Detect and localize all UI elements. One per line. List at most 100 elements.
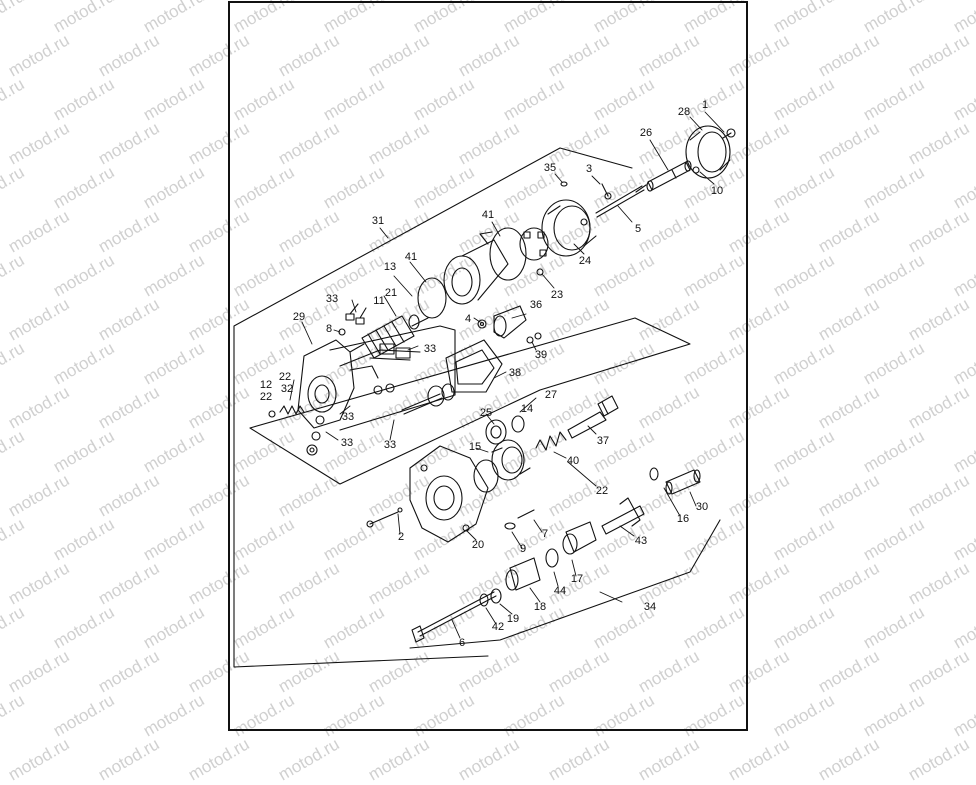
- end-cover-28: [685, 125, 731, 179]
- washer-10: [692, 166, 700, 174]
- brush-holder-23: [519, 227, 549, 261]
- idler-gear-25: [485, 419, 507, 445]
- brush-plate-33: [369, 343, 411, 361]
- clutch-15: [491, 439, 531, 481]
- callout-label-c33e: 33: [384, 439, 396, 451]
- watermark-text: motod.ru: [635, 734, 703, 785]
- terminal-39: [526, 332, 542, 344]
- callout-label-c4: 4: [465, 313, 471, 325]
- pinion-18: [505, 557, 541, 591]
- callout-label-c11: 11: [373, 295, 384, 307]
- watermark-text: motod.ru: [5, 734, 73, 785]
- washer-19: [490, 588, 502, 604]
- bolt-2: [366, 507, 403, 528]
- spring-32: [279, 405, 305, 415]
- callout-label-c7: 7: [542, 528, 548, 540]
- callout-label-c1: 1: [702, 99, 708, 111]
- watermark-text: motod.ru: [185, 734, 253, 785]
- callout-label-c21: 21: [385, 287, 397, 299]
- callout-label-c8: 8: [326, 323, 332, 335]
- long-bolt-6: [411, 591, 497, 643]
- callout-label-c5: 5: [635, 223, 641, 235]
- callout-label-c20: 20: [472, 539, 484, 551]
- callout-label-c37: 37: [597, 435, 609, 447]
- callout-label-c31: 31: [372, 215, 384, 227]
- callout-label-c12: 12: [260, 379, 272, 391]
- spring-40: [535, 431, 567, 451]
- callout-label-c9: 9: [520, 543, 526, 555]
- group-bracket-31: [233, 147, 633, 668]
- callout-label-c19: 19: [507, 613, 519, 625]
- callout-label-c6: 6: [459, 637, 465, 649]
- callout-label-c27: 27: [545, 389, 557, 401]
- watermark-text: motod.ru: [545, 734, 613, 785]
- o-ring-41-upper: [489, 227, 527, 281]
- callout-label-c36: 36: [530, 299, 542, 311]
- pinion-shaft-37: [567, 395, 619, 439]
- o-ring-41-lower: [417, 277, 447, 319]
- watermark-text: motod.ru: [275, 734, 343, 785]
- starter-exploded-diagram: 1282610353531414124132333211129364833393…: [233, 99, 736, 668]
- o-ring-15: [473, 459, 499, 493]
- through-bolt-5: [595, 184, 647, 218]
- callout-label-c24: 24: [579, 255, 591, 267]
- watermark-text: motod.ru: [365, 734, 433, 785]
- sleeve-30: [665, 469, 701, 495]
- callout-label-c22a: 22: [279, 371, 291, 383]
- shaft-26: [646, 160, 692, 192]
- starter-housing-20: [409, 445, 489, 543]
- callout-label-c16: 16: [677, 513, 689, 525]
- screw-1: [722, 128, 736, 139]
- drive-gear-17: [562, 521, 597, 555]
- screw-3: [601, 183, 612, 200]
- callout-label-c18: 18: [534, 601, 546, 613]
- spring-23: [536, 268, 544, 276]
- nut-4: [477, 319, 487, 329]
- brushes-33-upper: [345, 303, 367, 325]
- callout-label-c28: 28: [678, 106, 690, 118]
- solenoid-plunger-36: [493, 305, 527, 339]
- ring-35: [560, 181, 568, 187]
- bearing-14: [511, 415, 525, 433]
- callout-label-c40: 40: [567, 455, 579, 467]
- callout-label-c32: 32: [281, 383, 293, 395]
- callout-label-c43: 43: [635, 535, 647, 547]
- callout-label-c33c: 33: [342, 411, 354, 423]
- shaft-33-middle: [401, 383, 455, 415]
- washers-33: [373, 383, 395, 395]
- field-frame-13: [443, 231, 509, 305]
- end-frame-24: [541, 199, 597, 257]
- armature-21: [349, 314, 429, 359]
- watermark-text: motod.ru: [95, 734, 163, 785]
- callout-label-c23: 23: [551, 289, 563, 301]
- callout-label-c33d: 33: [341, 437, 353, 449]
- small-parts-33-lower: [306, 415, 325, 456]
- ring-16: [649, 467, 659, 481]
- watermark-text: motod.ru: [455, 734, 523, 785]
- gasket-38: [445, 339, 503, 393]
- group-bracket-22: [249, 317, 691, 485]
- shift-lever-43: [601, 497, 645, 535]
- watermark-text: motod.ru: [905, 734, 973, 785]
- callout-label-c26: 26: [640, 127, 652, 139]
- callout-label-c41b: 41: [405, 251, 417, 263]
- callout-label-c22b: 22: [260, 391, 272, 403]
- callout-label-c39: 39: [535, 349, 547, 361]
- callout-label-c10: 10: [711, 185, 723, 197]
- callout-label-c29: 29: [293, 311, 305, 323]
- callout-label-c14: 14: [521, 403, 533, 415]
- group-bracket-33: [329, 325, 456, 431]
- ring-44: [545, 548, 559, 568]
- callout-label-c35: 35: [544, 162, 556, 174]
- group-bracket-34: [409, 519, 721, 649]
- callout-label-c17: 17: [571, 573, 583, 585]
- callout-label-c2: 2: [398, 531, 404, 543]
- callout-label-c41a: 41: [482, 209, 494, 221]
- ring-9: [504, 522, 516, 530]
- callout-label-c34: 34: [644, 601, 656, 613]
- callout-label-c44: 44: [554, 585, 566, 597]
- callout-label-c25: 25: [480, 407, 492, 419]
- housing-29: [297, 339, 379, 429]
